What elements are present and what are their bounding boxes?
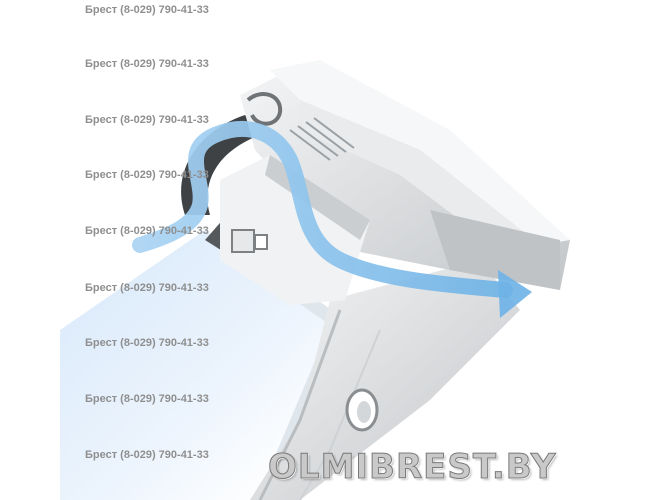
frame-cover [300, 100, 540, 250]
glass-edge [240, 250, 345, 480]
glass-pane [60, 230, 350, 500]
watermark-line: Брест (8-029) 790-41-33 [85, 58, 209, 70]
watermark-line: Брест (8-029) 790-41-33 [85, 282, 209, 294]
watermark-line: Брест (8-029) 790-41-33 [85, 169, 209, 181]
sash-rib [258, 309, 342, 500]
vent-clip [254, 234, 268, 250]
watermark-line: Брест (8-029) 790-41-33 [85, 449, 209, 461]
watermark-line: Брест (8-029) 790-41-33 [85, 114, 209, 126]
frame-top-face [270, 60, 570, 245]
lower-sash-profile [250, 260, 520, 500]
watermark-line: Брест (8-029) 790-41-33 [85, 4, 209, 16]
watermark-line: Брест (8-029) 790-41-33 [85, 393, 209, 405]
watermark-line: Брест (8-029) 790-41-33 [85, 337, 209, 349]
airflow-arrowhead [498, 270, 532, 318]
grille-lines [289, 117, 355, 161]
watermark-line: Брест (8-029) 790-41-33 [85, 225, 209, 237]
airflow-arrow [132, 121, 513, 298]
vent-insert [220, 155, 370, 305]
hook-detail [246, 92, 283, 126]
brand-watermark: OLMIBREST.BY [267, 447, 557, 488]
frame-shadow-face [430, 210, 560, 290]
vent-clip [231, 229, 255, 253]
sash-rib [299, 329, 381, 500]
